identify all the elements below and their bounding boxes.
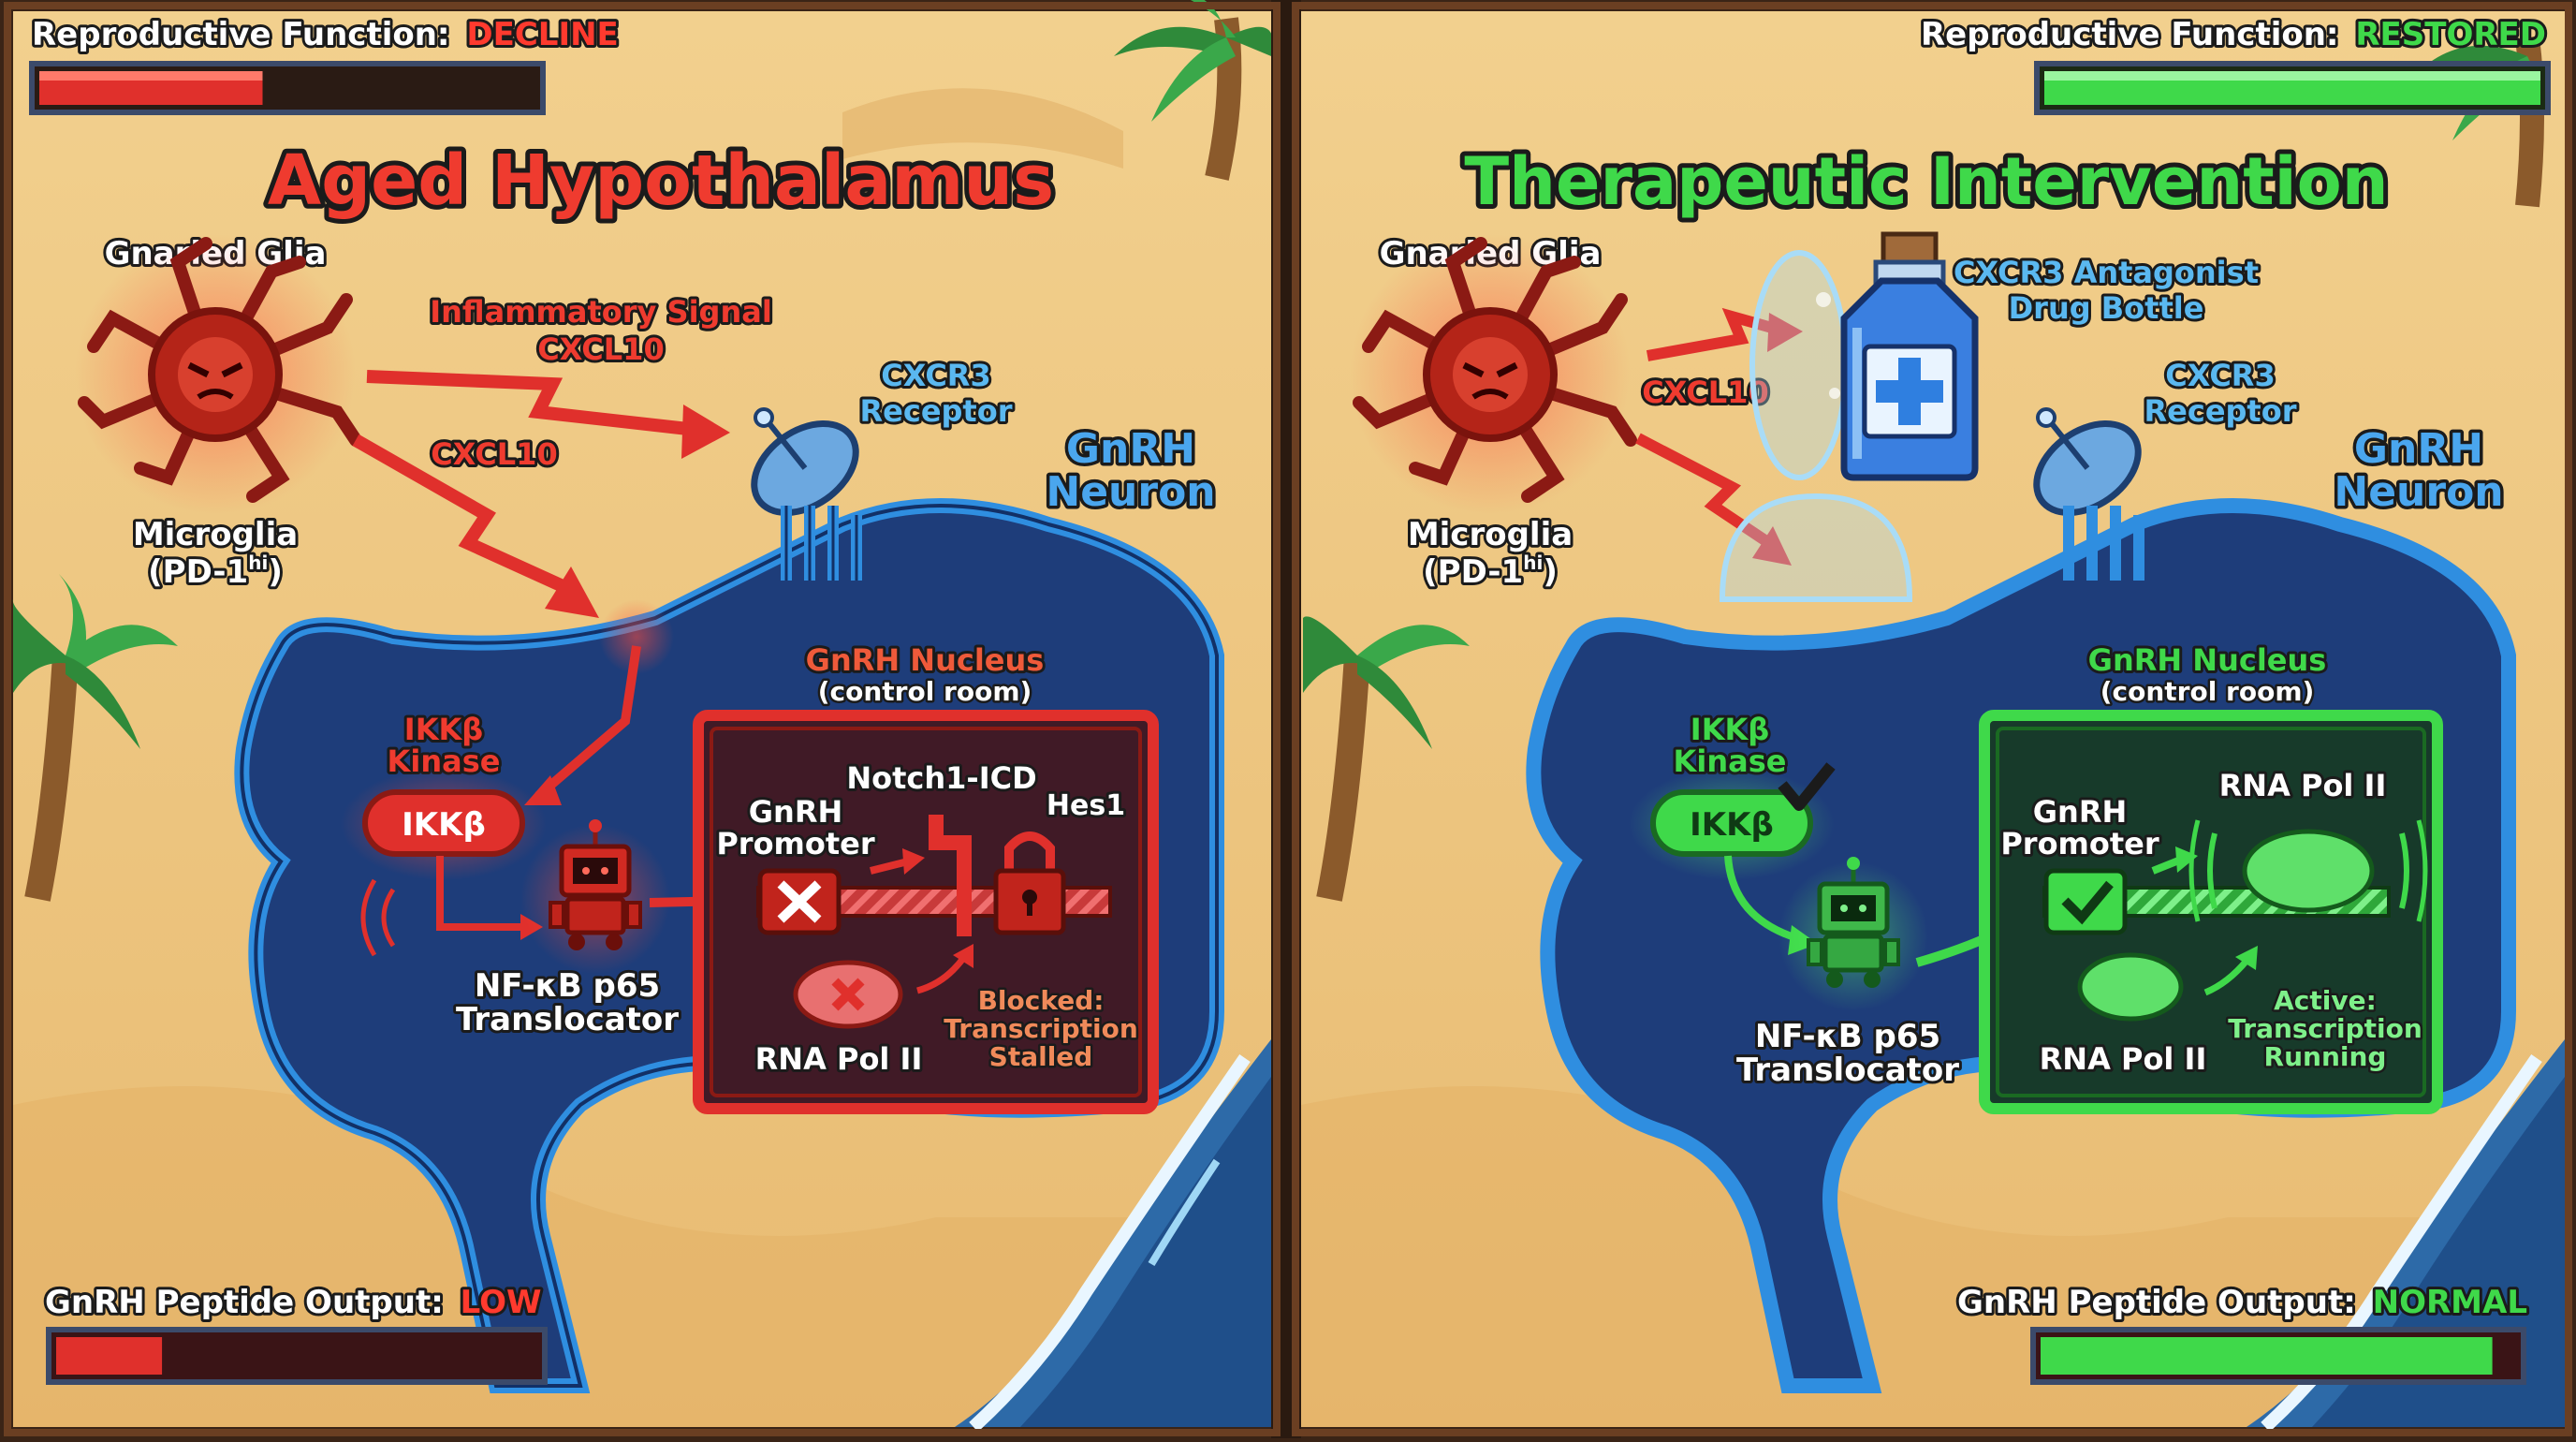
state-label: Blocked: — [978, 985, 1105, 1016]
state-sublabel: Transcription — [2228, 1013, 2422, 1044]
notch-block — [929, 815, 972, 936]
rna-pol-label: RNA Pol II — [2040, 1041, 2207, 1077]
nucleus-label: GnRH Nucleus — [806, 642, 1045, 678]
drug-label: CXCR3 Antagonist — [1954, 255, 2259, 290]
rna-pol-icon — [793, 960, 903, 1029]
ikk-kinase: IKKβ — [1629, 768, 1835, 880]
ikk-to-nfkb-arrow — [436, 856, 524, 931]
right-panel: Reproductive Function: RESTORED Therapeu… — [1301, 11, 2565, 1433]
nfkb-robot-icon — [1778, 857, 1928, 1011]
state-sublabel-2: Stalled — [989, 1041, 1093, 1072]
lock-icon — [993, 831, 1066, 935]
microglia-subtype: (PD-1hi) — [148, 552, 283, 591]
hud-reproductive-function: Reproductive Function: RESTORED — [1918, 13, 2551, 115]
impact-glow — [599, 599, 674, 674]
hes-label: Hes1 — [1046, 789, 1125, 822]
palm-tree-icon — [1303, 616, 1470, 902]
nfkb-robot-icon — [520, 819, 670, 974]
state-sublabel: Transcription — [944, 1013, 1138, 1044]
promoter-label: GnRH — [749, 794, 842, 830]
nfkb-label: NF-κB p65 — [1755, 1018, 1940, 1055]
nfkb-label: NF-κB p65 — [475, 967, 660, 1005]
receptor-label: CXCR3 — [881, 358, 990, 393]
neuron-sublabel: Neuron — [1046, 468, 1215, 516]
receptor-sublabel: Receptor — [860, 393, 1013, 429]
intracellular-signal-arrow — [534, 645, 641, 800]
panel-title: Aged Hypothalamus — [268, 140, 1054, 221]
cxcl10-label: CXCL10 — [1642, 375, 1768, 410]
neuron-sublabel: Neuron — [2334, 468, 2503, 516]
cxcl10-arrow — [352, 434, 599, 618]
receptor-sublabel: Receptor — [2144, 393, 2297, 429]
ikk-label: IKKβ — [1690, 712, 1769, 747]
notch-label: Notch1-ICD — [846, 760, 1036, 796]
svg-text:Reproductive Function:: Reproductive Function: DECLINE — [32, 16, 619, 53]
microglia-label: Microglia — [133, 516, 298, 553]
nucleus-label: GnRH Nucleus — [2088, 642, 2327, 678]
signal-label: Inflammatory Signal — [430, 294, 772, 330]
receptor-dish-icon — [751, 407, 862, 581]
neuron-label: GnRH — [2354, 425, 2483, 473]
drug-sublabel: Drug Bottle — [2009, 290, 2204, 326]
check-icon — [1778, 762, 1836, 811]
ikk-label: IKKβ — [404, 712, 483, 747]
palm-tree-icon — [12, 571, 178, 902]
microglia-label: Microglia — [1408, 516, 1573, 553]
microglia-icon — [75, 234, 362, 515]
drug-bottle-icon — [1840, 231, 1979, 481]
promoter-label: GnRH — [2033, 794, 2127, 830]
promoter-sublabel: Promoter — [716, 826, 875, 861]
rna-pol-top-label: RNA Pol II — [2219, 768, 2387, 803]
receptor-label: CXCR3 — [2165, 358, 2275, 393]
microglia-icon — [1350, 234, 1637, 515]
hud-gnrh-output: GnRH Peptide Output: NORMAL — [1954, 1281, 2530, 1385]
svg-text:IKKβ: IKKβ — [402, 806, 486, 844]
cxcl10-label: CXCL10 — [431, 436, 557, 472]
state-sublabel-2: Running — [2264, 1041, 2387, 1072]
svg-text:Reproductive Function:: Reproductive Function: RESTORED — [1921, 16, 2546, 53]
svg-text:GnRH Peptide Output: N: GnRH Peptide Output: NORMAL — [1957, 1284, 2527, 1321]
hud-gnrh-output: GnRH Peptide Output: LOW — [42, 1281, 548, 1385]
promoter-check-icon — [2043, 868, 2128, 935]
receptor-dish-icon — [2033, 407, 2144, 581]
signal-sublabel: CXCL10 — [537, 331, 664, 367]
microglia-subtype: (PD-1hi) — [1423, 552, 1558, 591]
promoter-sublabel: Promoter — [2000, 826, 2159, 861]
hud-reproductive-function: Reproductive Function: DECLINE — [29, 13, 622, 115]
shield-bubble — [1719, 250, 1913, 602]
state-label: Active: — [2274, 985, 2377, 1016]
promoter-cross-icon — [757, 868, 842, 935]
nucleus-sublabel: (control room) — [2100, 676, 2315, 707]
nfkb-sublabel: Translocator — [1736, 1052, 1959, 1089]
ocean-corner — [955, 1039, 1271, 1433]
svg-text:IKKβ: IKKβ — [1690, 806, 1774, 844]
panel-title: Therapeutic Intervention — [1464, 143, 2388, 220]
ikk-kinase: IKKβ — [341, 768, 547, 880]
nfkb-sublabel: Translocator — [456, 1001, 679, 1038]
nucleus-sublabel: (control room) — [818, 676, 1032, 707]
rna-pol-label: RNA Pol II — [755, 1041, 923, 1077]
left-panel: Reproductive Function: DECLINE Aged Hypo… — [12, 0, 1273, 1433]
rna-pol-icon — [2077, 952, 2184, 1022]
palm-tree-icon — [1114, 0, 1273, 181]
inflammatory-signal-arrow — [366, 370, 730, 459]
svg-text:GnRH Peptide Output: L: GnRH Peptide Output: LOW — [45, 1284, 542, 1321]
neuron-label: GnRH — [1066, 425, 1195, 473]
rna-pol-active-icon — [2188, 819, 2428, 922]
